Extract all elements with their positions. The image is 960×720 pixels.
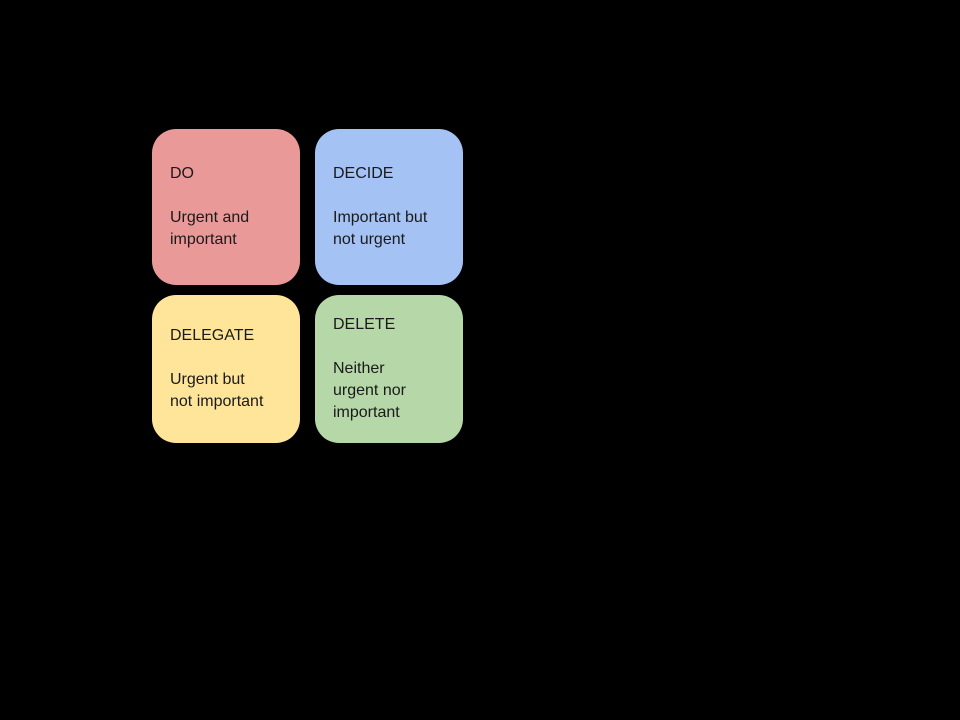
quadrant-card-delete: DELETE Neither urgent nor important bbox=[315, 295, 463, 443]
quadrant-title-delete: DELETE bbox=[333, 316, 396, 333]
quadrant-description-decide: Important but not urgent bbox=[333, 209, 428, 248]
quadrant-description-do: Urgent and important bbox=[170, 209, 250, 248]
quadrant-title-delegate: DELEGATE bbox=[170, 327, 255, 344]
quadrant-card-do: DO Urgent and important bbox=[152, 129, 300, 285]
quadrant-card-delegate: DELEGATE Urgent but not important bbox=[152, 295, 300, 443]
quadrant-title-do: DO bbox=[170, 165, 194, 182]
quadrant-description-delegate: Urgent but not important bbox=[170, 371, 264, 410]
quadrant-title-decide: DECIDE bbox=[333, 165, 394, 182]
quadrant-description-delete: Neither urgent nor important bbox=[333, 360, 406, 421]
quadrant-card-decide: DECIDE Important but not urgent bbox=[315, 129, 463, 285]
